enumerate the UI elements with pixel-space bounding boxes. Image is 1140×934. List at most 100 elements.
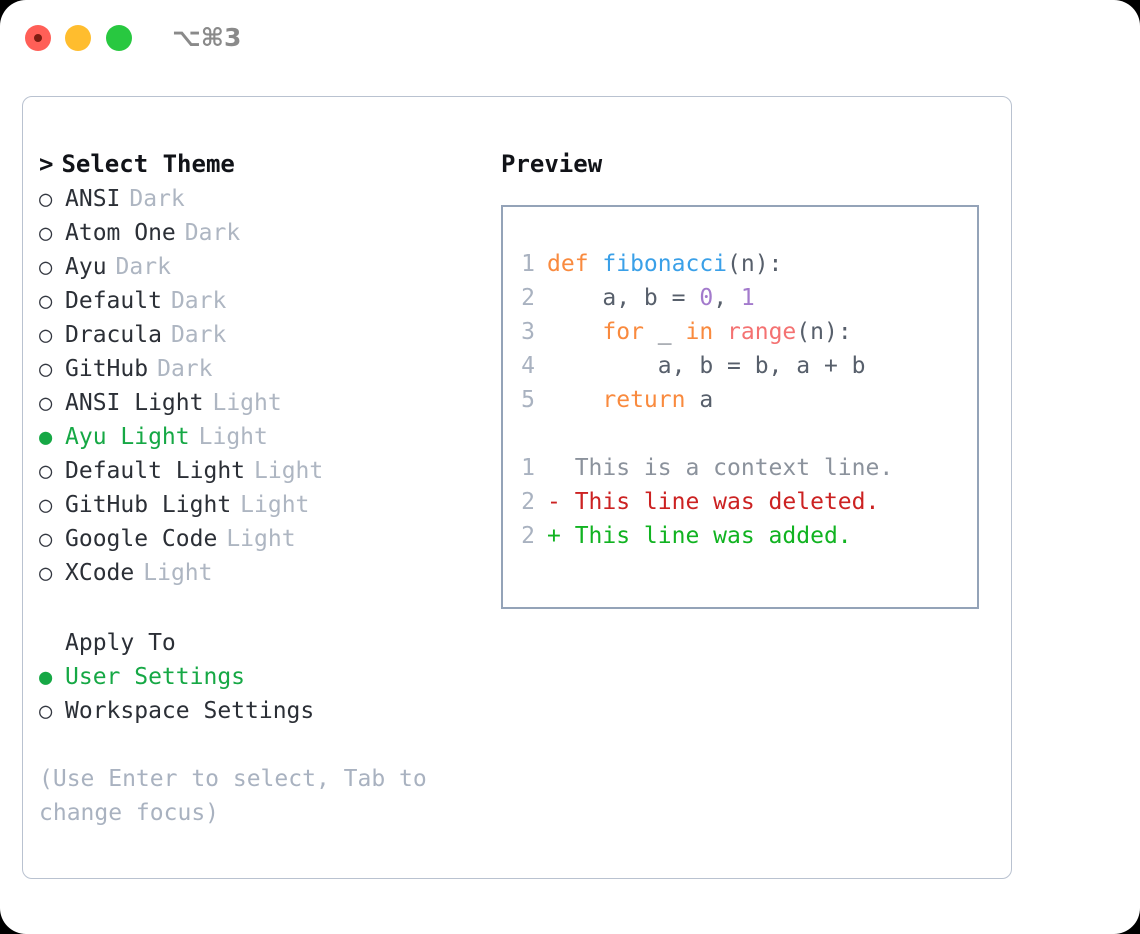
theme-option-dracula[interactable]: ○ Dracula Dark bbox=[39, 318, 469, 352]
close-button-dot-icon bbox=[34, 34, 42, 42]
theme-option-variant: Dark bbox=[170, 322, 227, 348]
radio-unselected-icon: ○ bbox=[39, 391, 53, 416]
theme-list-header-label: Select Theme bbox=[61, 150, 235, 178]
apply-to-section: Apply To ● User Settings ○ Workspace Settin… bbox=[39, 626, 469, 728]
apply-to-title: Apply To bbox=[65, 630, 176, 656]
radio-unselected-icon: ○ bbox=[39, 187, 53, 212]
radio-unselected-icon: ○ bbox=[39, 289, 53, 314]
code-line-number: 2 bbox=[521, 285, 535, 311]
radio-unselected-icon: ○ bbox=[39, 459, 53, 484]
theme-option-label: ANSI Light bbox=[65, 390, 204, 416]
prompt-caret-icon: > bbox=[39, 150, 54, 178]
radio-unselected-icon: ○ bbox=[39, 221, 53, 246]
apply-to-options-list[interactable]: ● User Settings ○ Workspace Settings bbox=[39, 660, 469, 728]
code-line-number: 5 bbox=[521, 387, 535, 413]
code-token: (n): bbox=[727, 251, 783, 277]
radio-unselected-icon: ○ bbox=[39, 699, 53, 724]
code-line-number: 1 bbox=[521, 455, 535, 481]
diff-line-text: This is a context line. bbox=[547, 455, 894, 481]
theme-option-label: XCode bbox=[65, 560, 135, 586]
code-token: fibonacci bbox=[602, 251, 728, 277]
theme-option-atom-one[interactable]: ○ Atom One Dark bbox=[39, 216, 469, 250]
theme-option-github-light[interactable]: ○ GitHub Light Light bbox=[39, 488, 469, 522]
preview-title: Preview bbox=[501, 150, 603, 178]
theme-option-default-light[interactable]: ○ Default Light Light bbox=[39, 454, 469, 488]
code-token: for bbox=[602, 319, 644, 345]
code-token: in bbox=[685, 319, 714, 345]
code-line-number: 4 bbox=[521, 353, 535, 379]
theme-option-variant: Dark bbox=[157, 356, 213, 382]
code-line-number: 1 bbox=[521, 251, 535, 277]
radio-unselected-icon: ○ bbox=[39, 561, 53, 586]
code-line: 4 a, b = b, a + b bbox=[503, 349, 981, 383]
code-token: range bbox=[727, 319, 797, 345]
theme-option-label: Dracula bbox=[65, 322, 162, 348]
apply-to-option-user-settings[interactable]: ● User Settings bbox=[39, 660, 469, 694]
code-line: 1 def fibonacci(n): bbox=[503, 247, 981, 281]
code-token: def bbox=[547, 251, 603, 277]
code-token bbox=[547, 319, 602, 345]
theme-option-ansi[interactable]: ○ ANSI Dark bbox=[39, 182, 469, 216]
theme-option-label: GitHub Light bbox=[65, 492, 232, 518]
code-token bbox=[547, 387, 602, 413]
apply-to-option-label: Workspace Settings bbox=[65, 698, 315, 724]
window-titlebar: ⌥⌘3 bbox=[0, 0, 1140, 78]
code-line-number: 2 bbox=[521, 523, 535, 549]
diff-line-text: + This line was added. bbox=[547, 523, 852, 549]
theme-option-variant: Dark bbox=[129, 186, 185, 212]
theme-option-label: Google Code bbox=[65, 526, 218, 552]
diff-line-text: - This line was deleted. bbox=[547, 489, 880, 515]
code-line-number: 2 bbox=[521, 489, 535, 515]
diff-line: 2 - This line was deleted. bbox=[503, 485, 981, 519]
radio-unselected-icon: ○ bbox=[39, 255, 53, 280]
diff-line: 2 + This line was added. bbox=[503, 519, 981, 553]
code-line: 2 a, b = 0, 1 bbox=[503, 281, 981, 315]
theme-option-label: GitHub bbox=[65, 356, 149, 382]
code-token: 1 bbox=[740, 285, 755, 311]
radio-unselected-icon: ○ bbox=[39, 323, 53, 348]
minimize-button-icon[interactable] bbox=[65, 25, 91, 51]
theme-option-xcode[interactable]: ○ XCode Light bbox=[39, 556, 469, 590]
theme-option-variant: Light bbox=[198, 424, 268, 450]
radio-unselected-icon: ○ bbox=[39, 527, 53, 552]
radio-unselected-icon: ○ bbox=[39, 357, 53, 382]
apply-to-option-workspace-settings[interactable]: ○ Workspace Settings bbox=[39, 694, 469, 728]
theme-option-github[interactable]: ○ GitHub Dark bbox=[39, 352, 469, 386]
apply-to-option-label: User Settings bbox=[65, 664, 246, 690]
code-line: 3 for _ in range(n): bbox=[503, 315, 981, 349]
theme-option-variant: Light bbox=[226, 526, 296, 552]
radio-selected-icon: ● bbox=[39, 665, 53, 690]
code-line: 5 return a bbox=[503, 383, 981, 417]
code-token bbox=[713, 319, 727, 345]
code-token: return bbox=[602, 387, 686, 413]
theme-option-variant: Light bbox=[240, 492, 310, 518]
code-token: _ bbox=[643, 319, 686, 345]
theme-option-label: Default Light bbox=[65, 458, 246, 484]
theme-option-google-code[interactable]: ○ Google Code Light bbox=[39, 522, 469, 556]
theme-option-variant: Light bbox=[254, 458, 324, 484]
theme-option-variant: Dark bbox=[184, 220, 241, 246]
radio-selected-icon: ● bbox=[39, 425, 53, 450]
code-token: 0 bbox=[699, 285, 714, 311]
zoom-button-icon[interactable] bbox=[106, 25, 132, 51]
keyboard-hint-text: (Use Enter to select, Tab to change focu… bbox=[39, 766, 427, 826]
code-line-number: 3 bbox=[521, 319, 535, 345]
code-diff-separator bbox=[503, 417, 981, 451]
theme-option-label: Atom One bbox=[65, 220, 176, 246]
radio-unselected-icon: ○ bbox=[39, 493, 53, 518]
window-shortcut-label: ⌥⌘3 bbox=[172, 23, 242, 52]
theme-option-variant: Dark bbox=[170, 288, 227, 314]
theme-option-variant: Light bbox=[143, 560, 213, 586]
theme-option-variant: Dark bbox=[115, 254, 171, 280]
code-token: (n): bbox=[796, 319, 852, 345]
theme-option-label: ANSI bbox=[65, 186, 121, 212]
